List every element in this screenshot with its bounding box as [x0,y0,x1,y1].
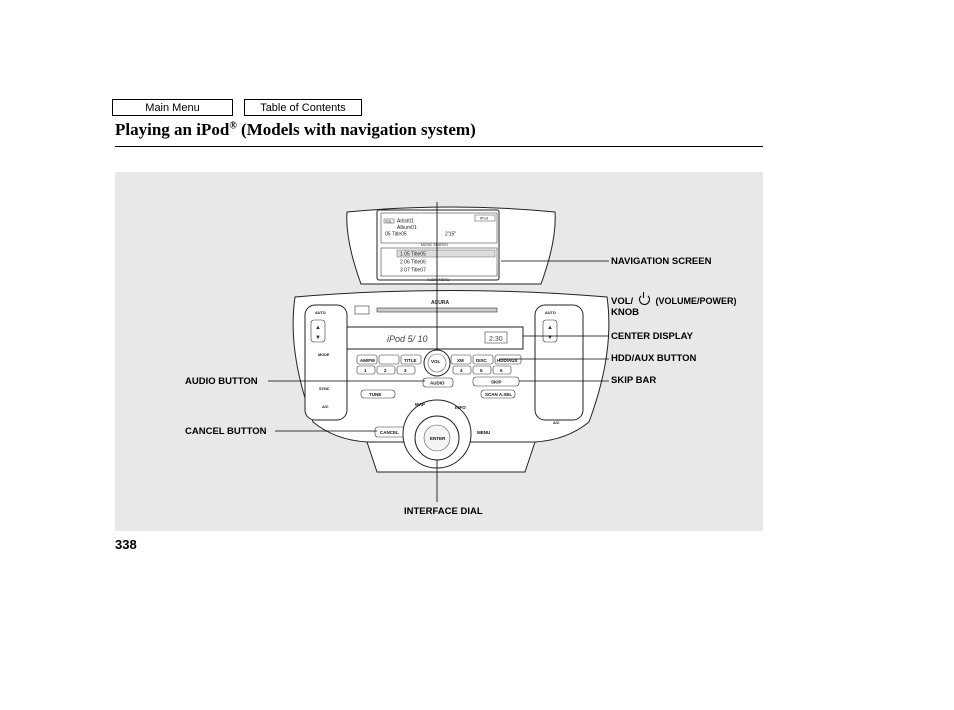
audio-button [422,377,454,388]
left-temp-rocker [310,319,326,343]
eject-button [354,305,370,315]
scan-label: SCAN A.SEL [485,392,512,397]
preset-2[interactable]: 2 [384,368,387,373]
label-vol-knob: VOL/ (VOLUME/POWER) KNOB [611,292,737,318]
label-center-display: CENTER DISPLAY [611,331,693,342]
main-menu-button[interactable]: Main Menu [112,99,233,116]
title-rule [115,146,763,147]
mode-label: MODE [318,353,330,357]
figure-panel: VOL Artist01 Album01 05 Title05 2'15" iP… [115,172,763,531]
screen-list-item-2: 2 06 Title06 [400,260,426,266]
disc-button[interactable]: DISC [476,358,488,363]
title-button[interactable]: TITLE [404,358,417,363]
vol-prefix: VOL/ [611,296,634,307]
screen-artist: Artist01 [397,219,414,225]
label-skip-bar: SKIP BAR [611,375,657,386]
left-temp-down-icon: ▼ [315,335,321,341]
preset-1[interactable]: 1 [364,368,367,373]
screen-list-item-3: 3 07 Title07 [400,268,426,274]
left-auto-label: AUTO [315,311,326,315]
screen-album: Album01 [397,225,417,231]
title-prefix: Playing an iPod [115,120,230,139]
xm-button[interactable]: XM [457,358,464,363]
label-hdd-aux-button: HDD/AUX BUTTON [611,353,697,364]
preset-4[interactable]: 4 [460,368,463,373]
registered-mark: ® [229,120,237,132]
tune-bar [360,389,396,399]
right-temp-down-icon: ▼ [547,335,553,341]
center-display [346,326,524,350]
title-suffix: (Models with navigation system) [236,120,476,139]
menu-label: MENU [477,430,490,435]
cancel-label: CANCEL [380,430,399,435]
brand-label: ACURA [431,300,449,306]
screen-music-search: MUSIC SEARCH [421,243,448,247]
table-of-contents-button[interactable]: Table of Contents [244,99,362,116]
skip-bar [472,376,520,387]
sync-label: SYNC [319,387,330,391]
preset-6[interactable]: 6 [500,368,503,373]
page-title: Playing an iPod® (Models with navigation… [115,120,476,140]
center-display-text: iPod 5/ 10 [387,334,428,344]
enter-label: ENTER [430,436,446,441]
label-audio-button: AUDIO BUTTON [185,376,258,387]
vol-label: VOL [431,359,441,364]
tune-label: TUNE [369,392,381,397]
left-temp-up-icon: ▲ [315,325,321,331]
info-label: INFO [455,405,466,410]
preset-3[interactable]: 3 [404,368,407,373]
console-illustration: VOL Artist01 Album01 05 Title05 2'15" iP… [268,202,610,502]
label-cancel-button: CANCEL BUTTON [185,426,267,437]
screen-time: 2'15" [445,232,456,238]
hdd-aux-button[interactable]: HDD/AUX [497,358,518,363]
skip-label: SKIP [491,380,502,385]
left-ac-label: A/C [322,405,329,409]
right-temp-up-icon: ▲ [547,325,553,331]
screen-list-item-1: 1 05 Title05 [400,252,426,258]
right-auto-label: AUTO [545,311,556,315]
right-climate-panel [534,304,584,421]
power-icon [638,292,650,305]
screen-track: 05 Title05 [385,232,407,238]
right-temp-rocker [542,319,558,343]
right-ac-label: A/C [553,421,560,425]
map-label: MAP [415,402,425,407]
amfm-button[interactable]: AM/FM [360,358,375,363]
label-navigation-screen: NAVIGATION SCREEN [611,256,712,267]
screen-tag-vol: VOL [385,220,392,224]
label-interface-dial: INTERFACE DIAL [404,506,483,517]
page-number: 338 [115,537,137,552]
scan-button [480,389,516,399]
knob-text: KNOB [611,307,639,318]
vol-suffix: (VOLUME/POWER) [655,296,737,306]
screen-ipod-badge: iPod [480,216,488,221]
screen-audio-menu: AUDIO MENU [427,278,450,282]
audio-label: AUDIO [430,381,445,386]
preset-5[interactable]: 5 [480,368,483,373]
display-clock: 2:30 [489,336,503,343]
